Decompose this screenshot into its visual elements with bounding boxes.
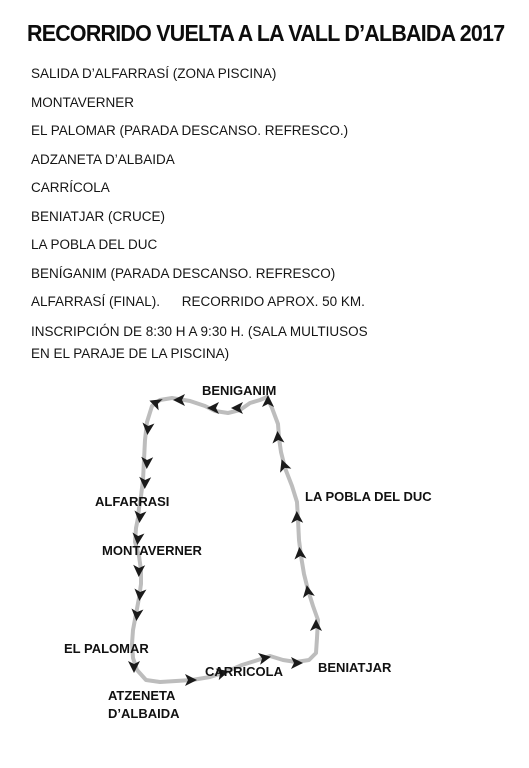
- direction-arrow: [231, 402, 243, 414]
- registration-info: INSCRIPCIÓN DE 8:30 H A 9:30 H. (SALA MU…: [31, 321, 451, 365]
- stop-item: LA POBLA DEL DUC: [31, 237, 158, 252]
- direction-arrow: [128, 661, 140, 673]
- final-stop-item: ALFARRASÍ (FINAL). RECORRIDO APROX. 50 K…: [31, 294, 511, 323]
- route-map: BENIGANIM ALFARRASI MONTAVERNER EL PALOM…: [0, 370, 529, 768]
- direction-arrow: [310, 619, 322, 631]
- stop-item: SALIDA D’ALFARRASÍ (ZONA PISCINA): [31, 66, 277, 81]
- direction-arrow: [291, 511, 304, 524]
- direction-arrow: [173, 394, 185, 406]
- route-distance: RECORRIDO APROX. 50 KM.: [181, 294, 365, 309]
- direction-arrow: [207, 402, 219, 414]
- direction-arrow: [141, 456, 154, 469]
- direction-arrow: [280, 459, 292, 473]
- registration-line: INSCRIPCIÓN DE 8:30 H A 9:30 H. (SALA MU…: [31, 324, 368, 339]
- direction-arrow: [272, 431, 285, 444]
- map-label-beniatjar: BENIATJAR: [318, 660, 392, 675]
- direction-arrow: [134, 588, 147, 601]
- stop-item: EL PALOMAR (PARADA DESCANSO. REFRESCO.): [31, 123, 349, 138]
- stop-item: ADZANETA D’ALBAIDA: [31, 151, 175, 167]
- direction-arrow: [134, 510, 147, 523]
- stop-list: SALIDA D’ALFARRASÍ (ZONA PISCINA) MONTAV…: [31, 66, 511, 323]
- stop-item: MONTAVERNER: [31, 94, 135, 110]
- route-arrows: [128, 394, 322, 686]
- direction-arrow: [139, 476, 152, 489]
- page-title: RECORRIDO VUELTA A LA VALL D’ALBAIDA 201…: [27, 20, 505, 46]
- map-label-la-pobla-del-duc: LA POBLA DEL DUC: [305, 489, 432, 504]
- stop-item: CARRÍCOLA: [31, 180, 110, 195]
- map-label-carricola: CARRICOLA: [205, 664, 284, 679]
- direction-arrow: [131, 608, 144, 621]
- direction-arrow: [302, 585, 315, 598]
- direction-arrow: [149, 399, 163, 411]
- route-line: [130, 395, 320, 684]
- direction-arrow: [132, 532, 145, 545]
- direction-arrow: [215, 668, 229, 681]
- stop-item: BENIATJAR (CRUCE): [31, 208, 166, 224]
- map-label-el-palomar: EL PALOMAR: [64, 641, 149, 656]
- route-map-canvas: BENIGANIM ALFARRASI MONTAVERNER EL PALOM…: [64, 383, 432, 721]
- map-label-beniganim: BENIGANIM: [202, 383, 276, 398]
- direction-arrow: [262, 395, 274, 407]
- direction-arrow: [294, 547, 307, 560]
- map-label-alfarrasi: ALFARRASI: [95, 494, 169, 509]
- final-stop-label: ALFARRASÍ (FINAL).: [31, 294, 161, 309]
- map-label-montaverner: MONTAVERNER: [102, 543, 203, 558]
- map-label-atzeneta: ATZENETA: [108, 688, 176, 703]
- direction-arrow: [185, 674, 197, 686]
- stop-item: BENÍGANIM (PARADA DESCANSO. REFRESCO): [31, 265, 336, 281]
- direction-arrow: [258, 652, 271, 665]
- direction-arrow: [133, 564, 146, 577]
- map-label-atzeneta-line2: D’ALBAIDA: [108, 706, 180, 721]
- registration-line: EN EL PARAJE DE LA PISCINA): [31, 346, 230, 361]
- direction-arrow: [142, 422, 155, 435]
- direction-arrow: [291, 657, 303, 669]
